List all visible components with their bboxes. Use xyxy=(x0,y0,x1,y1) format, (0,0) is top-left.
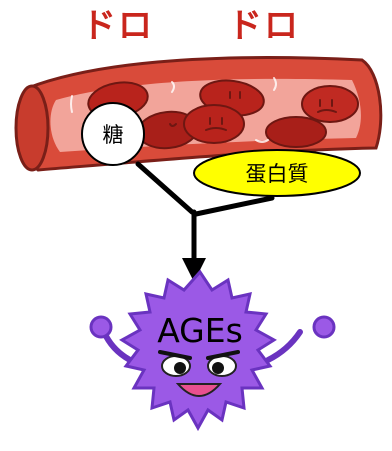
vessel-opening xyxy=(16,86,48,170)
monster-right-pupil xyxy=(212,362,224,374)
red-blood-cell xyxy=(184,105,244,143)
monster-left-pupil xyxy=(174,362,186,374)
onomatopoeia-doro-2: ドロ xyxy=(228,4,300,48)
sugar-label: 糖 xyxy=(80,111,146,157)
monster-left-hand xyxy=(91,317,111,337)
ages-label: AGEs xyxy=(140,304,260,356)
onomatopoeia-doro-1: ドロ xyxy=(82,4,154,48)
protein-label: 蛋白質 xyxy=(192,148,362,198)
red-blood-cell xyxy=(266,117,326,147)
red-blood-cell xyxy=(302,86,358,122)
onomatopoeia-header: ドロ ドロ xyxy=(0,0,392,60)
monster-right-hand xyxy=(314,317,334,337)
